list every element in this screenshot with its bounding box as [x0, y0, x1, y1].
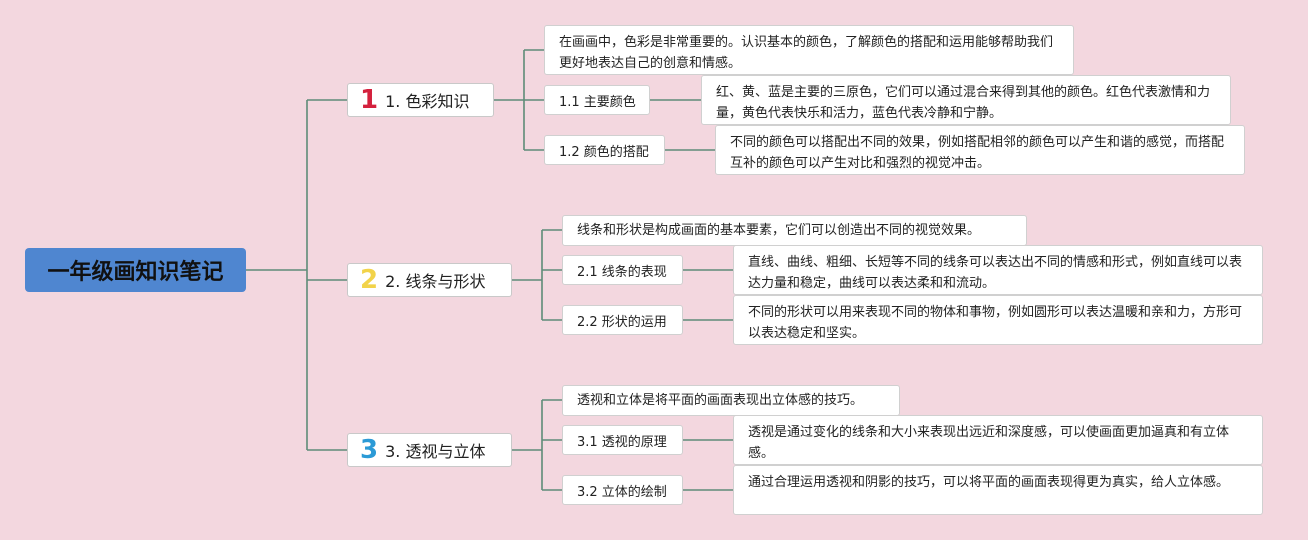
- detail-note-3-2[interactable]: 通过合理运用透视和阴影的技巧，可以将平面的画面表现得更为真实，给人立体感。: [733, 465, 1263, 515]
- sub-label: 3.1 透视的原理: [577, 434, 667, 450]
- intro-note-2[interactable]: 线条和形状是构成画面的基本要素，它们可以创造出不同的视觉效果。: [562, 215, 1027, 246]
- intro-text: 透视和立体是将平面的画面表现出立体感的技巧。: [577, 393, 864, 408]
- detail-text: 通过合理运用透视和阴影的技巧，可以将平面的画面表现得更为真实，给人立体感。: [748, 475, 1230, 490]
- detail-note-1-2[interactable]: 不同的颜色可以搭配出不同的效果，例如搭配相邻的颜色可以产生和谐的感觉，而搭配互补…: [715, 125, 1245, 175]
- number-1-icon: 1: [360, 85, 379, 115]
- intro-note-1[interactable]: 在画画中，色彩是非常重要的。认识基本的颜色，了解颜色的搭配和运用能够帮助我们更好…: [544, 25, 1074, 75]
- connector-branch-1: [494, 49, 715, 151]
- sub-label: 2.1 线条的表现: [577, 264, 667, 280]
- intro-text: 线条和形状是构成画面的基本要素，它们可以创造出不同的视觉效果。: [577, 223, 981, 238]
- sub-node-3-1[interactable]: 3.1 透视的原理: [562, 425, 683, 455]
- branch-node-3[interactable]: 3 3. 透视与立体: [347, 433, 512, 467]
- detail-text: 不同的颜色可以搭配出不同的效果，例如搭配相邻的颜色可以产生和谐的感觉，而搭配互补…: [730, 135, 1225, 171]
- sub-label: 1.2 颜色的搭配: [559, 144, 649, 160]
- detail-text: 不同的形状可以用来表现不同的物体和事物，例如圆形可以表达温暖和亲和力，方形可以表…: [748, 305, 1243, 341]
- sub-node-2-1[interactable]: 2.1 线条的表现: [562, 255, 683, 285]
- connector-root: [246, 99, 347, 451]
- sub-node-1-1[interactable]: 1.1 主要颜色: [544, 85, 650, 115]
- intro-note-3[interactable]: 透视和立体是将平面的画面表现出立体感的技巧。: [562, 385, 900, 416]
- detail-text: 透视是通过变化的线条和大小来表现出远近和深度感，可以使画面更加逼真和有立体感。: [748, 425, 1230, 461]
- sub-node-3-2[interactable]: 3.2 立体的绘制: [562, 475, 683, 505]
- sub-label: 2.2 形状的运用: [577, 314, 667, 330]
- branch-node-1[interactable]: 1 1. 色彩知识: [347, 83, 494, 117]
- sub-node-1-2[interactable]: 1.2 颜色的搭配: [544, 135, 665, 165]
- detail-note-2-1[interactable]: 直线、曲线、粗细、长短等不同的线条可以表达出不同的情感和形式，例如直线可以表达力…: [733, 245, 1263, 295]
- connector-branch-2: [512, 229, 733, 321]
- branch-label: 1. 色彩知识: [385, 92, 470, 111]
- number-3-icon: 3: [360, 435, 379, 465]
- root-title: 一年级画知识笔记: [47, 260, 224, 285]
- connector-branch-3: [512, 399, 733, 491]
- intro-text: 在画画中，色彩是非常重要的。认识基本的颜色，了解颜色的搭配和运用能够帮助我们更好…: [559, 35, 1054, 71]
- detail-note-1-1[interactable]: 红、黄、蓝是主要的三原色，它们可以通过混合来得到其他的颜色。红色代表激情和力量，…: [701, 75, 1231, 125]
- sub-label: 1.1 主要颜色: [559, 94, 636, 110]
- detail-note-3-1[interactable]: 透视是通过变化的线条和大小来表现出远近和深度感，可以使画面更加逼真和有立体感。: [733, 415, 1263, 465]
- branch-label: 2. 线条与形状: [385, 272, 486, 291]
- branch-node-2[interactable]: 2 2. 线条与形状: [347, 263, 512, 297]
- detail-text: 红、黄、蓝是主要的三原色，它们可以通过混合来得到其他的颜色。红色代表激情和力量，…: [716, 85, 1211, 121]
- sub-label: 3.2 立体的绘制: [577, 484, 667, 500]
- number-2-icon: 2: [360, 265, 379, 295]
- detail-note-2-2[interactable]: 不同的形状可以用来表现不同的物体和事物，例如圆形可以表达温暖和亲和力，方形可以表…: [733, 295, 1263, 345]
- root-node[interactable]: 一年级画知识笔记: [25, 248, 246, 292]
- sub-node-2-2[interactable]: 2.2 形状的运用: [562, 305, 683, 335]
- branch-label: 3. 透视与立体: [385, 442, 486, 461]
- detail-text: 直线、曲线、粗细、长短等不同的线条可以表达出不同的情感和形式，例如直线可以表达力…: [748, 255, 1243, 291]
